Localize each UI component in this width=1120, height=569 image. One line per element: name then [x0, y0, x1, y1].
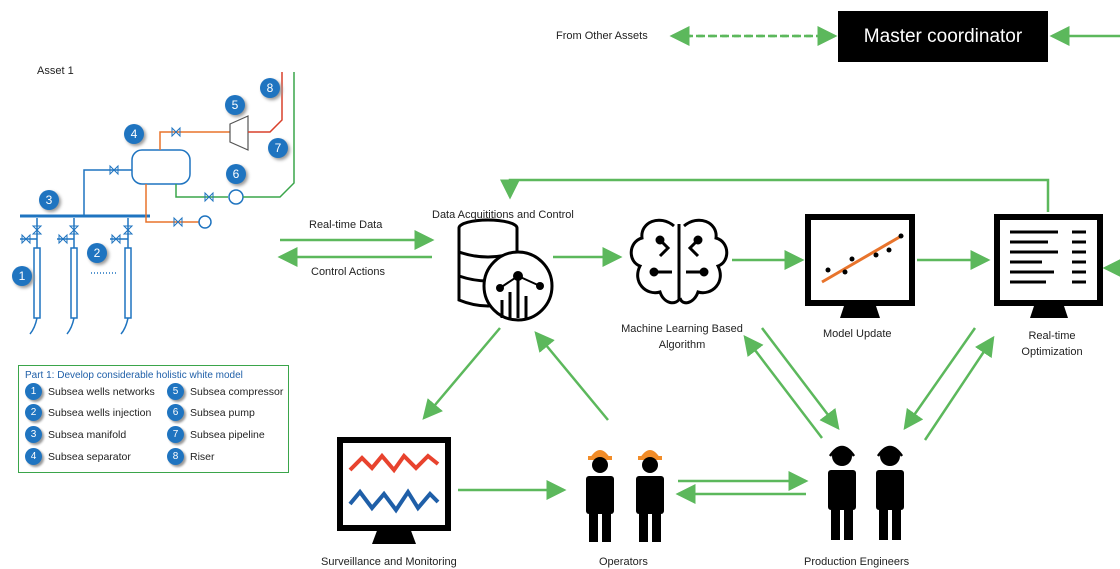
- database-icon: [457, 218, 554, 322]
- engineer-icon: [828, 445, 904, 540]
- legend-label: Riser: [190, 450, 215, 463]
- asset-schematic: [20, 72, 295, 335]
- legend-item-3: 3 Subsea manifold: [25, 426, 126, 443]
- arrow-operators-to-daq: [534, 331, 609, 421]
- wave-monitor-icon: [337, 437, 451, 544]
- arrow-rto-to-engineers: [903, 327, 977, 431]
- process-badge-5: 5: [225, 95, 245, 115]
- legend-badge: 4: [25, 448, 42, 465]
- legend-item-1: 1 Subsea wells networks: [25, 383, 155, 400]
- arrow-ml-to-engineers: [761, 327, 840, 430]
- operator-icon: [586, 450, 664, 542]
- legend-label: Subsea wells networks: [48, 385, 155, 398]
- legend-label: Subsea manifold: [48, 428, 127, 441]
- legend-item-7: 7 Subsea pipeline: [167, 426, 265, 443]
- process-badge-7: 7: [268, 138, 288, 158]
- legend-item-4: 4 Subsea separator: [25, 448, 131, 465]
- rto-label: Real-time Optimization: [1021, 330, 1083, 358]
- legend-badge: 1: [25, 383, 42, 400]
- process-badge-3: 3: [39, 190, 59, 210]
- master-coordinator-box: Master coordinator: [838, 11, 1048, 62]
- process-badge-1: 1: [12, 266, 32, 286]
- chart-monitor-icon: [805, 214, 915, 318]
- arrow-engineers-to-rto: [923, 335, 995, 441]
- brain-icon: [629, 218, 729, 305]
- legend-item-5: 5 Subsea compressor: [167, 383, 283, 400]
- legend-title: Part 1: Develop considerable holistic wh…: [25, 370, 243, 381]
- operators-label: Operators: [599, 556, 648, 568]
- well-2: [70, 247, 78, 319]
- legend-label: Subsea compressor: [190, 385, 284, 398]
- arrow-daq-to-surveillance: [422, 327, 501, 420]
- from-other-assets-label: From Other Assets: [556, 30, 648, 42]
- arrow-engineers-to-ml: [743, 335, 823, 439]
- legend-label: Subsea pump: [190, 406, 255, 419]
- production-engineers-label: Production Engineers: [804, 556, 910, 568]
- model-update-label: Model Update: [823, 328, 892, 340]
- legend-box: Part 1: Develop considerable holistic wh…: [18, 365, 289, 473]
- legend-badge: 2: [25, 404, 42, 421]
- legend-badge: 3: [25, 426, 42, 443]
- control-actions-label: Control Actions: [311, 266, 385, 278]
- well-1: [33, 247, 41, 319]
- legend-badge: 5: [167, 383, 184, 400]
- legend-label: Subsea wells injection: [48, 406, 152, 419]
- legend-label: Subsea separator: [48, 450, 131, 463]
- legend-item-6: 6 Subsea pump: [167, 404, 255, 421]
- process-badge-6: 6: [226, 164, 246, 184]
- process-badge-4: 4: [124, 124, 144, 144]
- data-acquisition-label: Data Acquititions and Control: [432, 209, 574, 221]
- real-time-data-label: Real-time Data: [309, 219, 383, 231]
- process-badge-8: 8: [260, 78, 280, 98]
- arrow-rto-feedback: [500, 178, 1050, 212]
- legend-item-8: 8 Riser: [167, 448, 215, 465]
- legend-badge: 6: [167, 404, 184, 421]
- legend-badge: 8: [167, 448, 184, 465]
- legend-label: Subsea pipeline: [190, 428, 265, 441]
- legend-item-2: 2 Subsea wells injection: [25, 404, 151, 421]
- legend-badge: 7: [167, 426, 184, 443]
- flow-arrows: [277, 26, 1120, 504]
- surveillance-label: Surveillance and Monitoring: [321, 556, 457, 568]
- process-badge-2: 2: [87, 243, 107, 263]
- report-monitor-icon: [994, 214, 1103, 318]
- well-3: [124, 247, 132, 319]
- ml-algorithm-label: Machine Learning Based Algorithm: [621, 323, 743, 351]
- asset-label: Asset 1: [37, 65, 74, 77]
